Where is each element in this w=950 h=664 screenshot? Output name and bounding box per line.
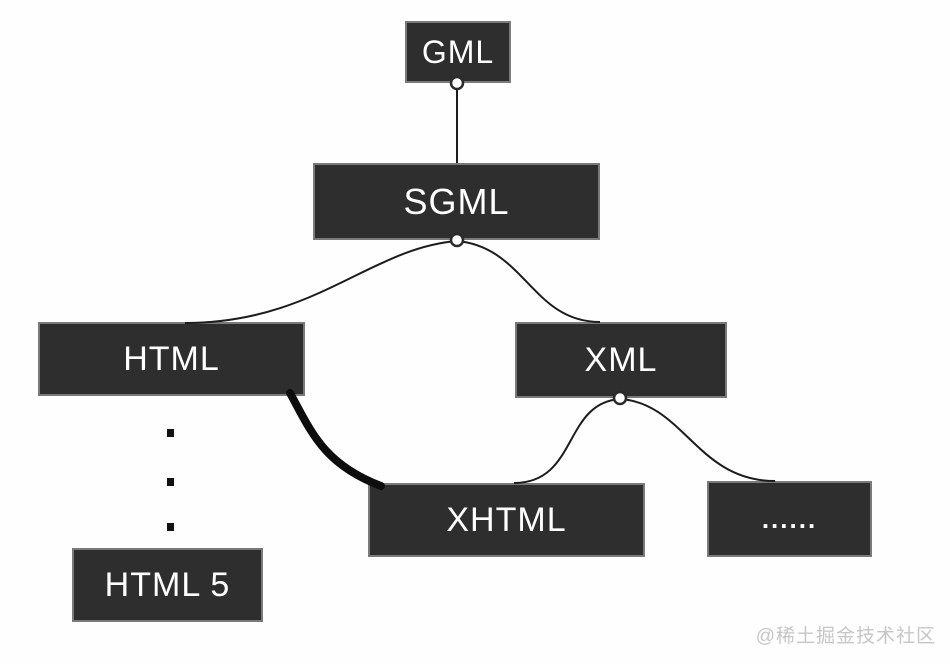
edge-xml-others [619, 398, 776, 482]
node-gml-label: GML [421, 33, 495, 70]
node-html5-label: HTML 5 [104, 565, 231, 604]
node-gml: GML [405, 21, 511, 83]
node-sgml: SGML [313, 163, 600, 240]
node-xhtml-label: XHTML [446, 500, 567, 539]
node-html5: HTML 5 [72, 548, 263, 622]
edge-html-xhtml-thick [286, 389, 385, 490]
node-xml: XML [515, 322, 727, 398]
edge-xml-xhtml [513, 398, 621, 484]
node-others: ...... [707, 481, 872, 557]
node-others-label: ...... [761, 503, 818, 534]
edge-sgml-html [184, 240, 458, 324]
dotted-edge-html-html5 [167, 429, 174, 531]
dotted-edge-dot [167, 478, 174, 486]
node-xml-label: XML [584, 340, 658, 379]
dotted-edge-dot [167, 523, 174, 531]
node-html: HTML [38, 322, 305, 396]
watermark: @稀土掘金技术社区 [755, 626, 936, 647]
node-xhtml: XHTML [368, 483, 645, 557]
node-sgml-label: SGML [403, 180, 510, 222]
dotted-edge-dot [167, 429, 174, 437]
edge-sgml-xml [456, 240, 601, 323]
node-html-label: HTML [123, 339, 220, 378]
